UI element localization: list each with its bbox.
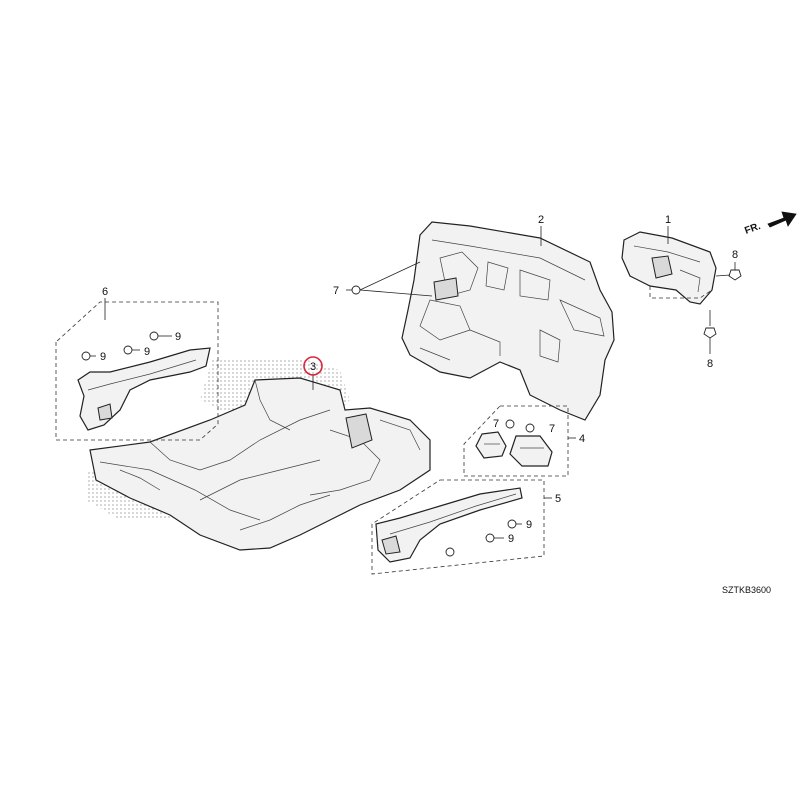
fastener-clip-7b[interactable]: [505, 419, 515, 429]
fastener-clip-7a[interactable]: [351, 285, 361, 295]
bracket-set-part-4[interactable]: [463, 405, 569, 477]
fastener-clip-7c[interactable]: [525, 423, 535, 433]
callout-8-top: 8: [732, 249, 738, 261]
callout-8-bottom: 8: [707, 358, 713, 370]
arrow-right-icon: [767, 211, 797, 228]
kick-panel-part-6[interactable]: [55, 301, 219, 441]
callout-9-d: 9: [526, 519, 532, 531]
callout-9-c: 9: [100, 351, 106, 363]
direction-label: FR.: [743, 221, 762, 237]
callout-9-a: 9: [175, 331, 181, 343]
callout-3: 3: [310, 361, 316, 373]
callout-9-b: 9: [144, 346, 150, 358]
callout-9-e: 9: [508, 533, 514, 545]
fastener-screw-9f[interactable]: [445, 547, 455, 557]
fastener-screw-9b[interactable]: [123, 345, 133, 355]
dashboard-insulator-part-2[interactable]: [401, 221, 615, 421]
fastener-nut-8b[interactable]: [703, 327, 717, 339]
callout-6: 6: [102, 286, 108, 298]
callout-1: 1: [665, 214, 671, 226]
highlight-circle-part-3: [303, 356, 323, 376]
fastener-nut-8a[interactable]: [728, 269, 742, 281]
floor-carpet-part-3[interactable]: [86, 358, 431, 551]
fastener-screw-9e[interactable]: [485, 533, 495, 543]
side-sill-garnish-part-5[interactable]: [371, 479, 545, 575]
callout-4: 4: [579, 433, 585, 445]
callout-5: 5: [555, 493, 561, 505]
callout-7-left: 7: [333, 285, 339, 297]
fastener-screw-9d[interactable]: [507, 519, 517, 529]
leader-lines: [90, 226, 736, 539]
insulator-part-1[interactable]: [621, 231, 717, 305]
callout-7-bracket-b: 7: [549, 423, 555, 435]
front-direction-arrow: FR.: [743, 211, 797, 237]
fastener-screw-9c[interactable]: [81, 351, 91, 361]
callout-2: 2: [538, 214, 544, 226]
fastener-screw-9a[interactable]: [149, 331, 159, 341]
diagram-code: SZTKB3600: [722, 585, 771, 595]
callout-7-bracket-a: 7: [493, 418, 499, 430]
